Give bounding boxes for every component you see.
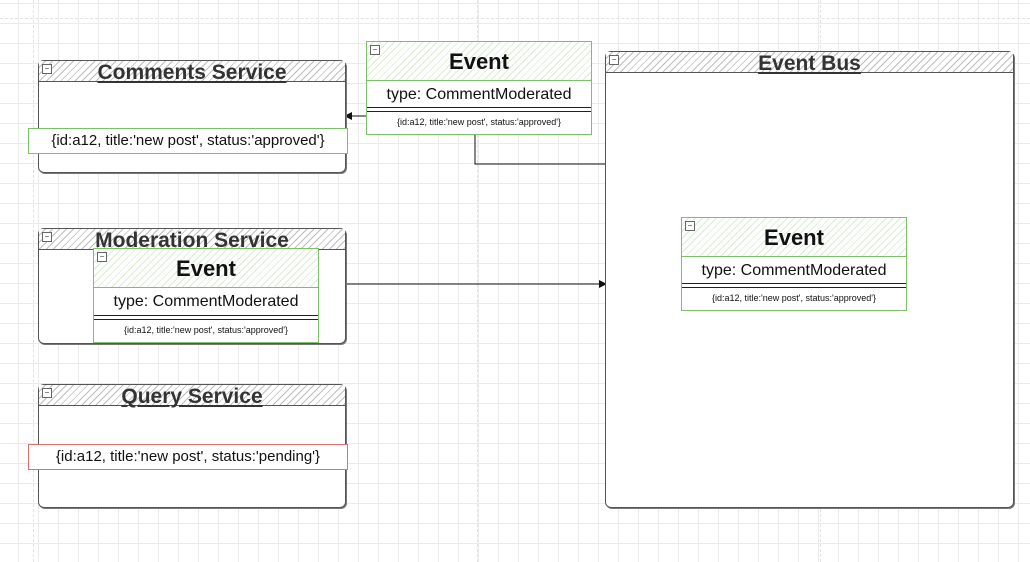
event-bus-event-box[interactable]: − Event type: CommentModerated {id:a12, … — [681, 217, 907, 311]
event-title: Event — [449, 49, 509, 74]
bus-to-event-connector — [474, 134, 605, 165]
event-title: Event — [764, 225, 824, 250]
collapse-icon[interactable]: − — [42, 232, 52, 242]
event-type: type: CommentModerated — [701, 262, 887, 279]
collapse-icon[interactable]: − — [97, 252, 107, 262]
event-separator — [682, 283, 906, 288]
event-header — [94, 249, 318, 288]
top-event-box[interactable]: − Event type: CommentModerated {id:a12, … — [366, 41, 592, 135]
event-type: type: CommentModerated — [113, 293, 299, 310]
query-service-title: Query Service — [121, 385, 263, 408]
container-header — [39, 385, 345, 406]
collapse-icon[interactable]: − — [42, 388, 52, 398]
event-header — [367, 42, 591, 81]
collapse-icon[interactable]: − — [685, 221, 695, 231]
comments-service-container[interactable]: − Comments Service — [38, 60, 346, 173]
collapse-icon[interactable]: − — [42, 64, 52, 74]
comments-record: {id:a12, title:'new post', status:'appro… — [28, 128, 348, 154]
guide-line — [33, 0, 34, 562]
event-separator — [367, 107, 591, 112]
moderation-event-box[interactable]: − Event type: CommentModerated {id:a12, … — [93, 248, 319, 343]
container-header — [39, 61, 345, 82]
collapse-icon[interactable]: − — [609, 55, 619, 65]
event-bus-title: Event Bus — [758, 52, 861, 75]
event-payload: {id:a12, title:'new post', status:'appro… — [397, 117, 561, 127]
event-payload: {id:a12, title:'new post', status:'appro… — [712, 293, 876, 303]
event-title: Event — [176, 256, 236, 281]
event-payload: {id:a12, title:'new post', status:'appro… — [124, 325, 288, 335]
event-header — [682, 218, 906, 257]
guide-line — [0, 18, 1030, 19]
moderation-service-title: Moderation Service — [95, 229, 289, 252]
comments-service-title: Comments Service — [97, 61, 287, 84]
container-header — [606, 52, 1013, 73]
collapse-icon[interactable]: − — [370, 45, 380, 55]
event-separator — [94, 315, 318, 320]
event-type: type: CommentModerated — [386, 86, 572, 103]
query-record: {id:a12, title:'new post', status:'pendi… — [28, 444, 348, 470]
guide-line — [477, 0, 478, 562]
